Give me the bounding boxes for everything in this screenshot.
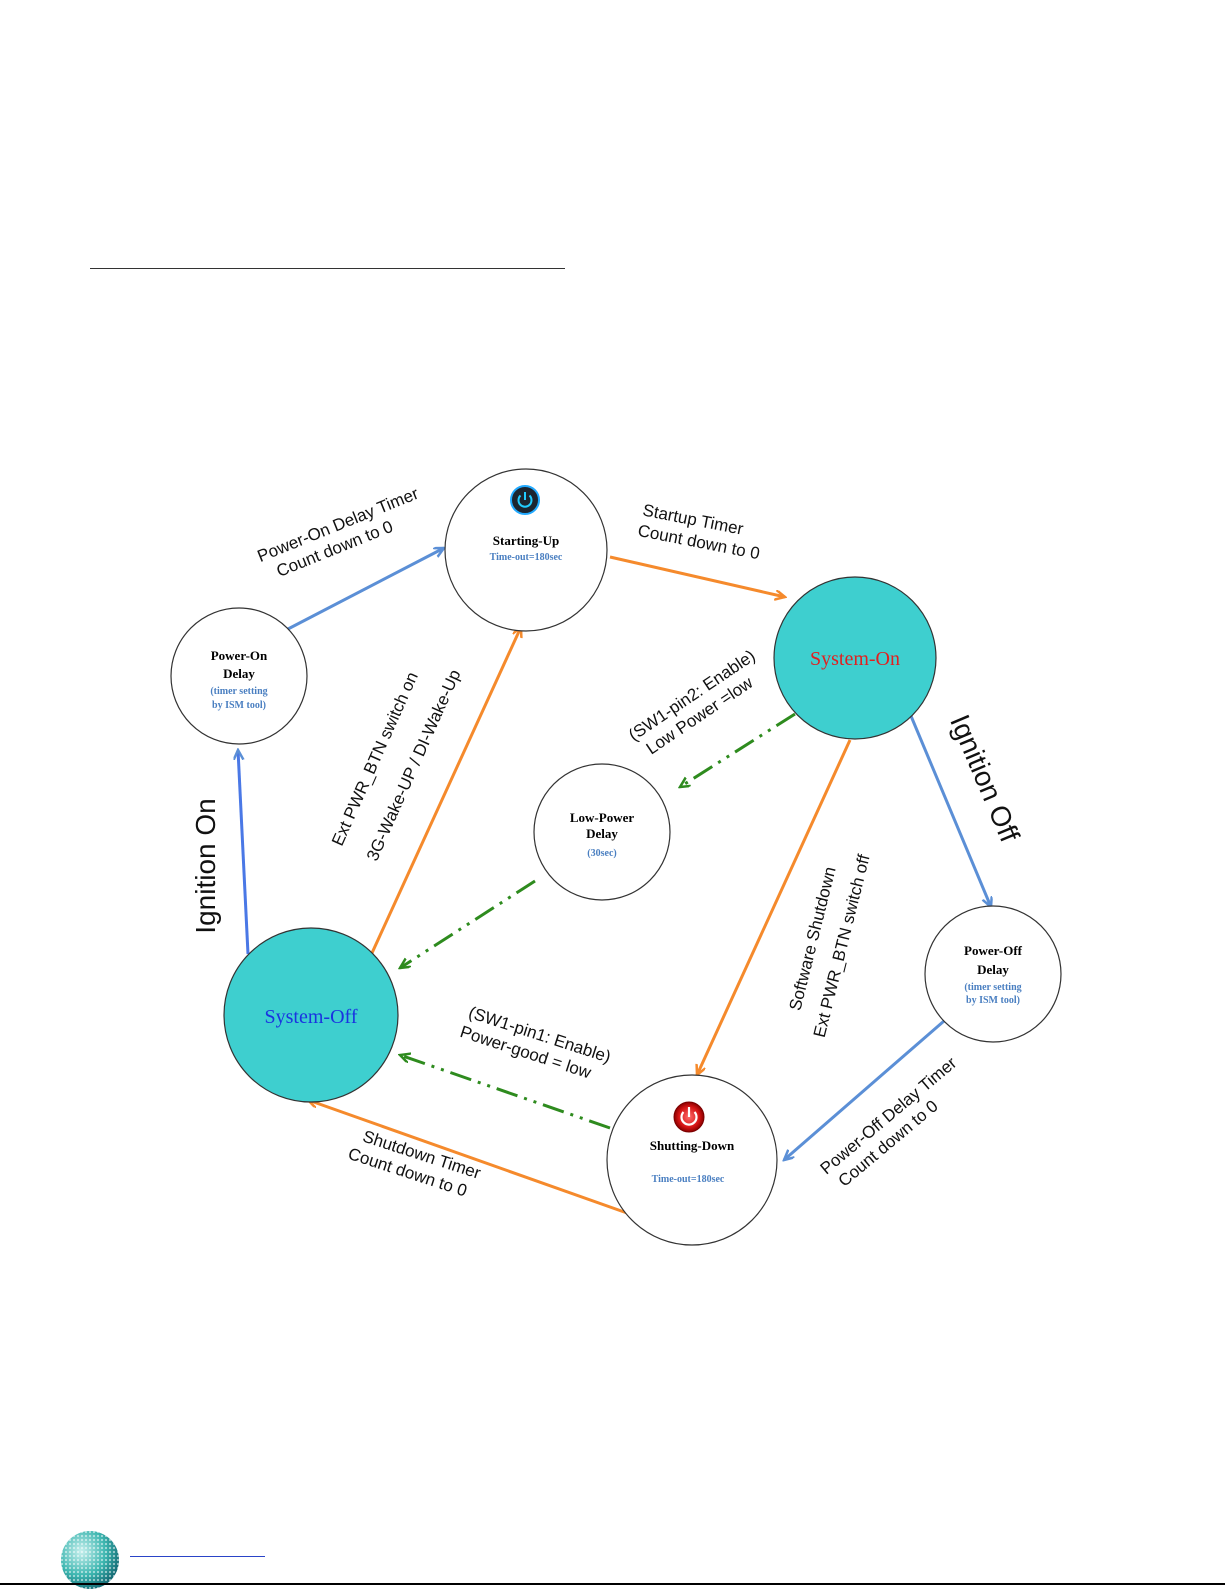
edge-shutting-down-timer-to-system-off [308,1100,628,1215]
power-off-delay-title-2: Delay [977,962,1009,977]
node-shutting-down: Shutting-Down Time-out=180sec [606,1074,778,1246]
footer-rule [0,1583,1225,1585]
low-power-delay-title-1: Low-Power [570,810,634,825]
label-power-good: (SW1-pin1: Enable) Power-good = low [458,1003,613,1083]
edge-shutting-down-to-system-off [400,1055,611,1130]
ignition-on-label: Ignition On [190,798,221,933]
edge-power-on-delay-to-starting-up [287,546,444,631]
starting-up-timeout: Time-out=180sec [490,552,563,563]
power-off-delay-title-1: Power-Off [964,943,1023,958]
label-power-off-delay-timer: Power-Off Delay Timer Count down to 0 [817,1053,961,1190]
node-power-on-delay: Power-On Delay (timer setting by ISM too… [170,607,308,745]
edge-system-on-to-power-off-delay [909,715,991,907]
header-rule [90,268,565,269]
shutting-down-timeout: Time-out=180sec [652,1174,725,1185]
power-on-delay-title-1: Power-On [211,648,268,663]
edge-system-on-to-low-power-delay [680,712,796,787]
edge-system-off-to-starting-up [370,627,521,954]
edge-system-off-to-power-on-delay [238,750,250,955]
shutting-down-title: Shutting-Down [650,1138,735,1153]
node-power-off-delay: Power-Off Delay (timer setting by ISM to… [924,905,1062,1043]
edge-starting-up-to-system-on [609,555,785,597]
system-on-title: System-On [810,648,900,670]
label-startup-timer: Startup Timer Count down to 0 [636,501,761,564]
label-shutdown-timer: Shutdown Timer Count down to 0 [346,1127,484,1201]
power-icon-blue [510,485,540,515]
node-system-off: System-Off [223,927,399,1103]
node-system-on: System-On [773,576,937,740]
power-on-delay-title-2: Delay [223,666,255,681]
node-low-power-delay: Low-Power Delay (30sec) [533,763,671,901]
label-software-shutdown: Software Shutdown Ext PWR_BTN switch off [786,852,874,1039]
label-wake-up: Ext PWR_BTN switch on 3G-Wake-UP / DI-Wa… [328,667,465,864]
power-on-delay-sub-1: (timer setting [210,686,267,697]
system-off-title: System-Off [265,1006,358,1028]
power-off-delay-timer-line-1: Power-Off Delay Timer [817,1053,961,1178]
low-power-delay-sub: (30sec) [587,848,616,859]
edge-low-power-delay-to-system-off [400,879,536,968]
node-starting-up: Starting-Up Time-out=180sec [444,468,608,632]
footer-link-underline[interactable] [130,1556,265,1557]
company-logo-icon [61,1531,119,1589]
edge-system-on-to-shutting-down [697,739,852,1075]
starting-up-title: Starting-Up [493,533,559,548]
low-power-delay-title-2: Delay [586,826,618,841]
power-icon-red [673,1101,705,1133]
power-off-delay-sub-2: by ISM tool) [966,995,1020,1006]
edge-power-off-delay-to-shutting-down [784,1019,945,1160]
power-off-delay-sub-1: (timer setting [964,982,1021,993]
power-on-delay-sub-2: by ISM tool) [212,700,266,711]
